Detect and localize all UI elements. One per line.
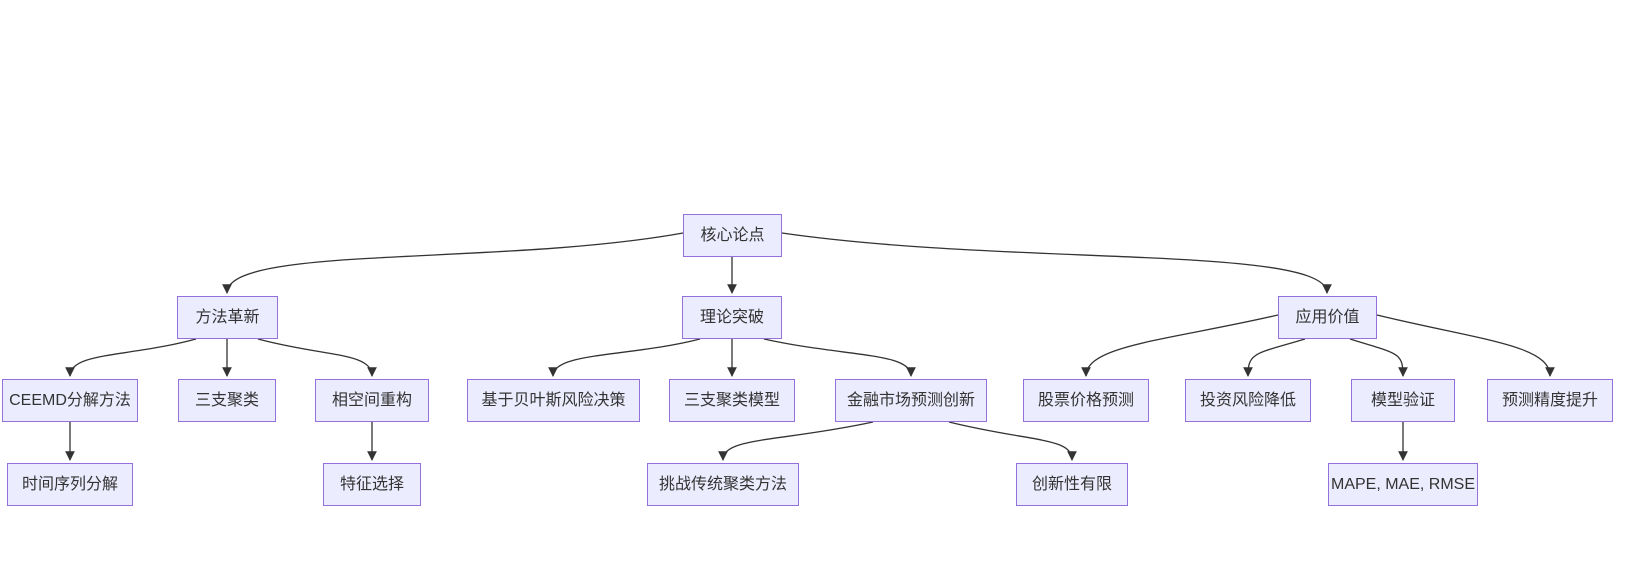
edge-finance-to-limited [948,421,1077,461]
edge-application-to-stock [1081,314,1279,377]
node-stock-price-prediction: 股票价格预测 [1023,379,1149,422]
edge-method-to-phase [257,338,377,377]
node-challenge-traditional-clustering: 挑战传统聚类方法 [647,463,799,506]
edge-finance-to-challenge [718,421,874,461]
node-feature-selection: 特征选择 [323,463,421,506]
node-three-way-clustering: 三支聚类 [178,379,276,422]
node-bayesian-risk-decision: 基于贝叶斯风险决策 [467,379,640,422]
node-model-validation: 模型验证 [1351,379,1455,422]
edge-application-to-validation [1349,338,1408,377]
edge-theory-to-bayes [548,338,701,377]
edge-core-to-method [222,232,684,294]
node-financial-market-prediction-innovation: 金融市场预测创新 [835,379,987,422]
edge-method-to-ceemd [65,338,197,377]
edge-application-to-accuracy [1376,314,1555,377]
edge-application-to-risk [1243,338,1306,377]
edge-core-to-application [781,232,1332,294]
node-ceemd-decomposition: CEEMD分解方法 [2,379,138,422]
node-evaluation-metrics: MAPE, MAE, RMSE [1328,463,1478,506]
node-core-thesis: 核心论点 [683,214,782,257]
edge-theory-to-finance [763,338,916,377]
node-theory-breakthrough: 理论突破 [682,296,782,339]
node-method-innovation: 方法革新 [177,296,278,339]
node-investment-risk-reduction: 投资风险降低 [1185,379,1311,422]
node-three-way-clustering-model: 三支聚类模型 [669,379,795,422]
node-prediction-accuracy-improvement: 预测精度提升 [1487,379,1613,422]
node-time-series-decomposition: 时间序列分解 [7,463,133,506]
node-phase-space-reconstruction: 相空间重构 [315,379,429,422]
node-application-value: 应用价值 [1278,296,1377,339]
node-limited-innovation: 创新性有限 [1016,463,1128,506]
